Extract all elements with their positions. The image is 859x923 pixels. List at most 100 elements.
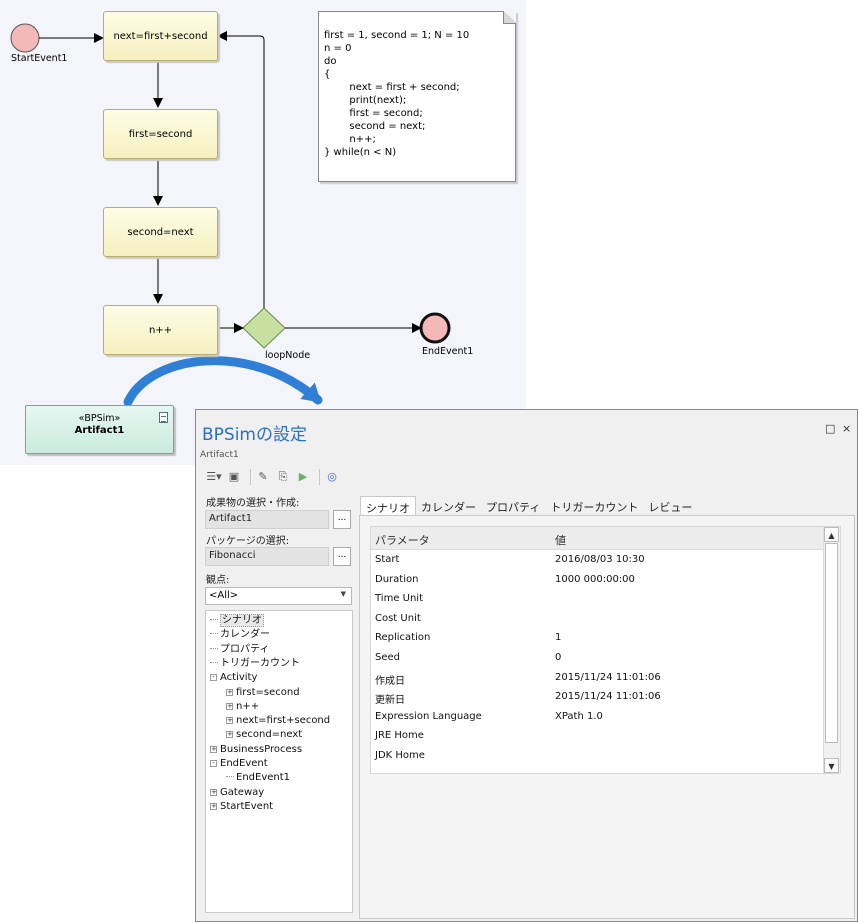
table-row[interactable]: Duration 1000 000:00:00: [371, 570, 825, 590]
expand-icon[interactable]: +: [226, 701, 233, 710]
collapse-icon[interactable]: -: [210, 674, 217, 682]
expand-icon[interactable]: +: [226, 687, 233, 696]
tree-node-label: next=first+second: [236, 715, 331, 727]
settings-tree[interactable]: シナリオカレンダープロパティトリガーカウント-Activity+first=se…: [205, 610, 353, 913]
gateway-label: loopNode: [265, 350, 311, 361]
scroll-thumb[interactable]: [825, 543, 838, 743]
run-icon[interactable]: ▶: [298, 470, 308, 483]
tree-node-label: StartEvent: [220, 800, 274, 812]
parameter-name: Time Unit: [375, 593, 424, 605]
tree-node[interactable]: -EndEvent: [210, 758, 268, 770]
parameter-name: JDK Home: [375, 750, 425, 761]
parameter-value[interactable]: 1000 000:00:00: [555, 573, 635, 585]
parameter-name: 更新日: [375, 695, 405, 707]
tree-node[interactable]: +second=next: [226, 729, 302, 741]
tree-node[interactable]: +StartEvent: [210, 801, 273, 813]
flow-gateway-loop-back: [217, 31, 265, 308]
parameter-value[interactable]: 0: [555, 652, 562, 663]
tab-3[interactable]: トリガーカウント: [550, 501, 639, 514]
chevron-down-icon: ▼: [340, 590, 346, 598]
table-row[interactable]: Expression Language XPath 1.0: [371, 707, 825, 727]
table-row[interactable]: 更新日 2015/11/24 11:01:06: [371, 687, 825, 707]
table-row[interactable]: 作成日 2015/11/24 11:01:06: [371, 668, 825, 688]
edit-icon[interactable]: ✎: [258, 470, 268, 483]
artifact-browse-button[interactable]: ...: [333, 510, 351, 529]
table-row[interactable]: Cost Unit: [371, 609, 825, 629]
end-event[interactable]: [419, 312, 451, 344]
task-label: second=next: [127, 226, 194, 238]
maximize-icon[interactable]: □: [825, 422, 836, 435]
start-event[interactable]: [10, 23, 40, 53]
table-row[interactable]: Time Unit: [371, 589, 825, 609]
export-icon[interactable]: ⎘: [278, 470, 288, 483]
artifact-name: Artifact1: [74, 425, 125, 436]
collapse-icon[interactable]: -: [210, 760, 217, 767]
tree-node[interactable]: -Activity: [210, 672, 257, 684]
tab-2[interactable]: プロパティ: [486, 501, 541, 514]
tree-node[interactable]: プロパティ: [210, 644, 269, 656]
code-note[interactable]: first = 1, second = 1; N = 10 n = 0 do {…: [318, 11, 516, 182]
tree-node[interactable]: カレンダー: [210, 629, 270, 641]
artifact-field[interactable]: Artifact1: [205, 510, 329, 529]
bpsim-artifact[interactable]: «BPSim» Artifact1: [25, 405, 174, 454]
tree-node[interactable]: +n++: [226, 701, 259, 713]
expand-icon[interactable]: +: [210, 787, 217, 796]
tab-4[interactable]: レビュー: [648, 501, 693, 514]
viewpoint-label: 観点:: [206, 575, 230, 586]
tree-node[interactable]: EndEvent1: [226, 772, 290, 784]
blue-curved-arrow: [123, 356, 323, 407]
parameter-value[interactable]: 2016/08/03 10:30: [555, 554, 645, 565]
tree-node[interactable]: +next=first+second: [226, 715, 330, 727]
task-label: next=first+second: [113, 30, 208, 42]
tree-node[interactable]: +Gateway: [210, 787, 264, 799]
expand-icon[interactable]: +: [210, 744, 217, 753]
viewpoint-select[interactable]: <All> ▼: [205, 587, 352, 605]
package-field[interactable]: Fibonacci: [205, 547, 329, 566]
expand-icon[interactable]: +: [210, 801, 217, 810]
task-next-equals-first-plus-second[interactable]: next=first+second: [103, 11, 218, 61]
task-n-increment[interactable]: n++: [103, 305, 218, 355]
viewpoint-value: <All>: [209, 590, 239, 601]
help-icon[interactable]: ◎: [327, 470, 337, 483]
package-select-label: パッケージの選択:: [206, 536, 290, 547]
package-browse-button[interactable]: ...: [333, 547, 351, 566]
tree-node-label: Activity: [220, 672, 258, 684]
parameter-name: Expression Language: [375, 710, 482, 722]
scroll-down-icon[interactable]: ▼: [824, 758, 839, 773]
parameter-value[interactable]: XPath 1.0: [555, 710, 603, 722]
tab-0[interactable]: シナリオ: [360, 496, 416, 517]
tree-node[interactable]: シナリオ: [210, 614, 264, 627]
vertical-scrollbar[interactable]: ▲ ▼: [823, 527, 840, 773]
table-row[interactable]: JDK Home: [371, 746, 825, 766]
task-first-equals-second[interactable]: first=second: [103, 109, 218, 159]
parameter-name: 作成日: [375, 675, 405, 687]
column-header-parameter: パラメータ: [375, 534, 430, 547]
menu-icon[interactable]: ☰▾: [206, 470, 222, 483]
parameter-value[interactable]: 2015/11/24 11:01:06: [555, 671, 661, 683]
save-icon[interactable]: ▣: [228, 470, 240, 483]
gateway-loop-node[interactable]: [242, 307, 286, 349]
scroll-up-icon[interactable]: ▲: [824, 527, 839, 542]
table-row[interactable]: JRE Home: [371, 726, 825, 746]
expand-icon[interactable]: +: [226, 730, 233, 739]
tree-node[interactable]: +first=second: [226, 687, 300, 699]
task-label: first=second: [128, 128, 193, 140]
tree-node[interactable]: +BusinessProcess: [210, 744, 302, 756]
toolbar-separator: [319, 469, 320, 485]
tree-node[interactable]: トリガーカウント: [210, 658, 300, 670]
expand-icon[interactable]: +: [226, 716, 233, 725]
parameter-value[interactable]: 2015/11/24 11:01:06: [555, 691, 661, 703]
parameter-name: Duration: [375, 573, 419, 585]
tab-1[interactable]: カレンダー: [421, 501, 476, 514]
tree-node-label: プロパティ: [220, 643, 270, 655]
task-second-equals-next[interactable]: second=next: [103, 207, 218, 257]
close-icon[interactable]: ×: [842, 422, 852, 435]
artifact-select-label: 成果物の選択・作成:: [206, 498, 300, 509]
parameter-value[interactable]: 1: [555, 632, 562, 644]
tree-connector-icon: [210, 661, 218, 663]
